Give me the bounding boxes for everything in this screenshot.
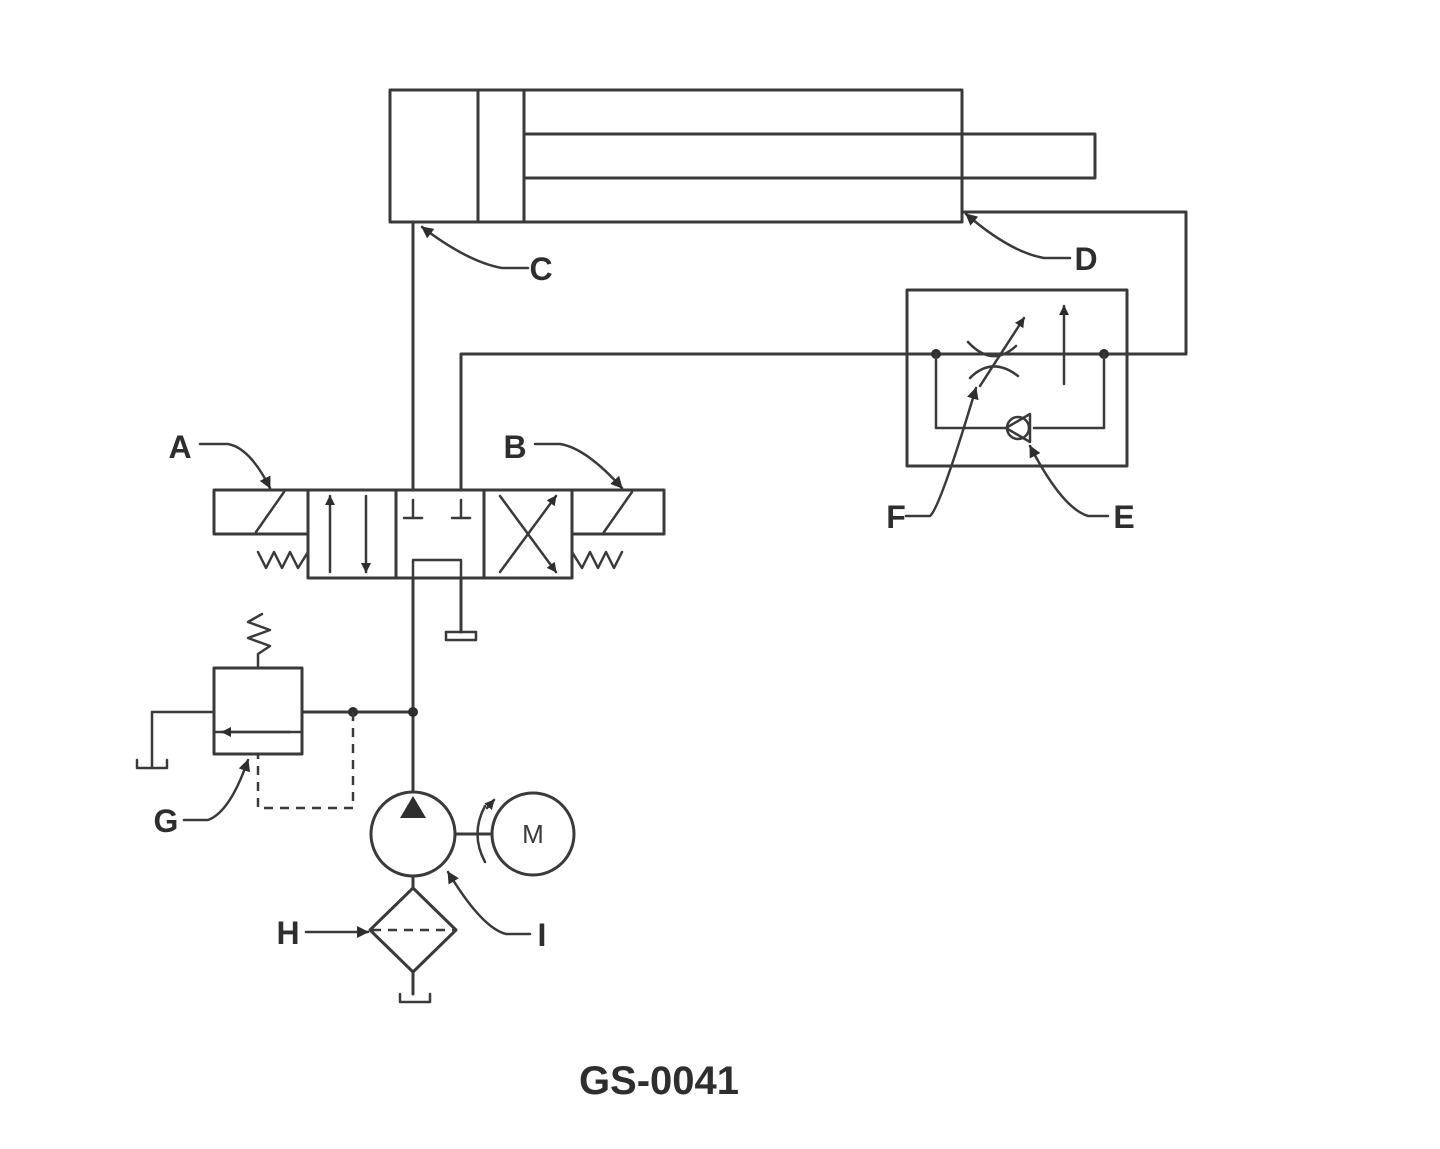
label-a: A: [168, 429, 191, 465]
solenoid-b: [570, 488, 666, 570]
line-valve-to-d: [459, 210, 1188, 492]
solenoid-a: [212, 488, 310, 570]
check-valve-ball: [1005, 415, 1031, 441]
label-b: B: [503, 429, 526, 465]
tank-symbol: [398, 992, 432, 1004]
label-c: C: [529, 251, 552, 287]
pilot-line: [256, 712, 355, 810]
tank-symbol: [444, 630, 478, 642]
flow-control-valve: [905, 288, 1129, 468]
cylinder-piston: [476, 88, 526, 224]
pressure-relief-valve: [212, 612, 355, 810]
hydraulic-cylinder: [388, 88, 1097, 224]
tank-symbol: [135, 710, 216, 770]
motor-label: M: [522, 819, 544, 849]
hydraulic-pump: [369, 790, 496, 878]
label-h: H: [276, 915, 299, 951]
restrictor-arc: [968, 365, 1020, 380]
label-f: F: [886, 499, 906, 535]
figure-code: GS-0041: [579, 1059, 739, 1103]
electric-motor: M: [490, 791, 576, 877]
label-d: D: [1074, 241, 1097, 277]
directional-control-valve: [212, 488, 666, 580]
junction-dot: [408, 707, 418, 717]
filter: [368, 886, 458, 974]
restrictor-arc: [966, 340, 1018, 358]
label-g: G: [154, 803, 179, 839]
label-i: I: [538, 917, 547, 953]
callout-leaders: [182, 212, 1110, 938]
hydraulic-lines: [300, 210, 1188, 996]
label-e: E: [1113, 499, 1134, 535]
cylinder-rod: [522, 132, 1097, 180]
